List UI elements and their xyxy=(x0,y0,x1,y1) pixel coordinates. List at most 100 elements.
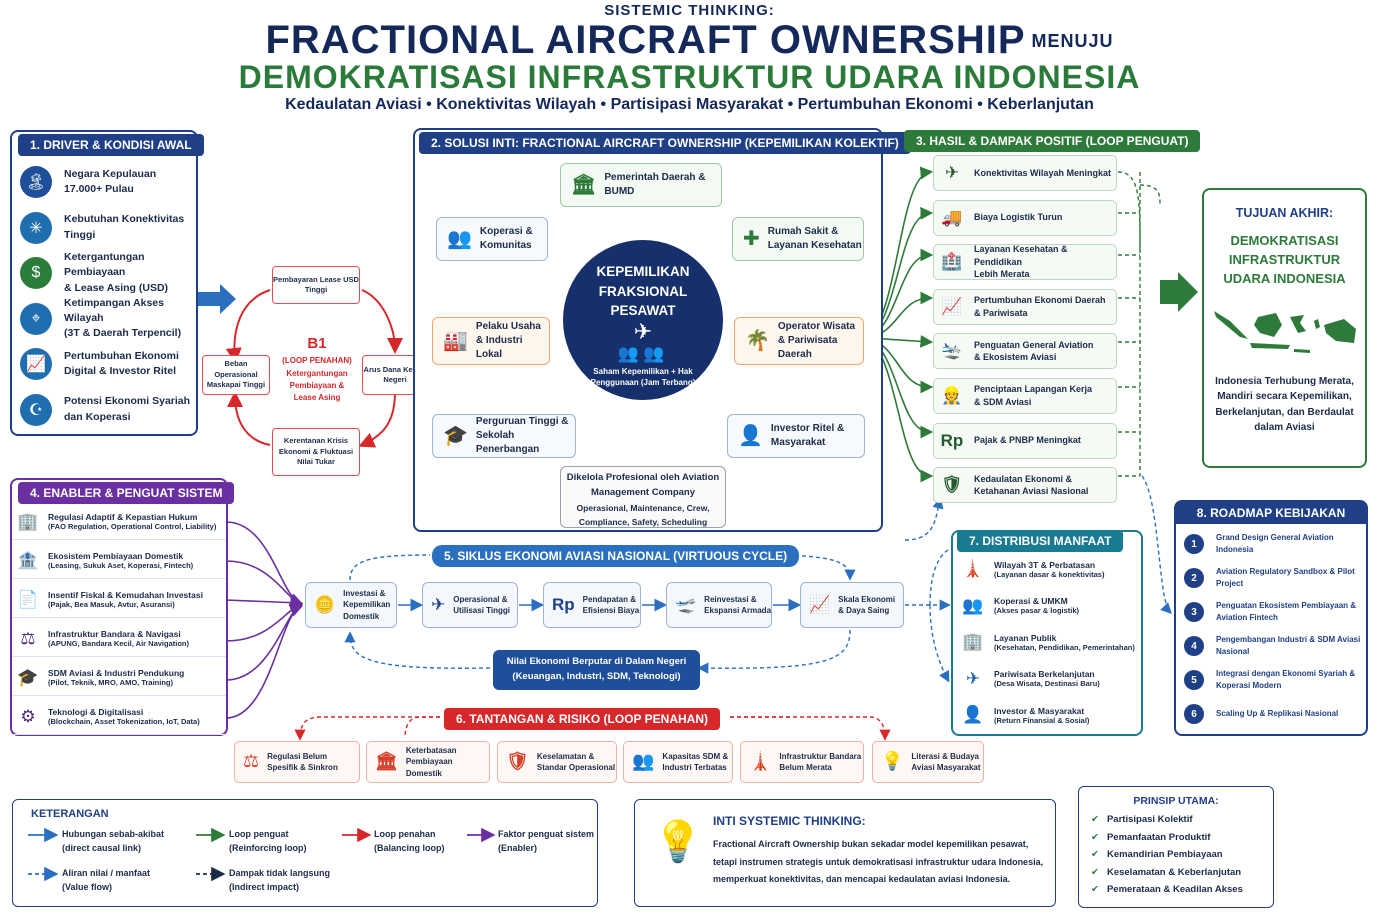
training-icon: 🎓 xyxy=(17,667,39,687)
people-icon: 👥 xyxy=(962,595,984,615)
community-icon: 👥 xyxy=(447,228,472,250)
principle-label: Pemanfaatan Produktif xyxy=(1106,831,1211,843)
title-suffix: MENUJU xyxy=(1031,31,1114,51)
shield-icon: 🛡 xyxy=(506,751,529,772)
distribution-title: Investor & Masyarakat xyxy=(994,705,1085,716)
bulb-head-icon: 💡 xyxy=(881,751,904,772)
loop-b1-desc: Ketergantungan Pembiayaan & Lease Asing xyxy=(286,369,348,402)
enabler-sub: (Pilot, Teknik, MRO, AMO, Training) xyxy=(48,678,174,687)
risk-item: ⚖ Regulasi Belum Spesifik & Sinkron xyxy=(234,741,360,783)
distribution-title: Pariwisata Berkelanjutan xyxy=(994,669,1095,679)
result-line1: Biaya Logistik Turun xyxy=(974,212,1063,223)
distribution-text: Investor & Masyarakat(Return Finansial &… xyxy=(994,706,1089,725)
management-sub: Operasional, Maintenance, Crew, Complian… xyxy=(576,503,710,528)
principle-item: ✔Partisipasi Kolektif xyxy=(1091,811,1273,829)
risk-item: 💡Literasi & Budaya Aviasi Masyarakat xyxy=(872,741,984,783)
distribution-sub: (Kesehatan, Pendidikan, Pemerintahan) xyxy=(994,642,1135,652)
driver-line2: (3T & Daerah Terpencil) xyxy=(64,327,182,340)
cycle-step-label: Investasi & Kepemilikan Domestik xyxy=(343,589,391,621)
driver-line1: Ketergantungan Pembiayaan xyxy=(64,251,145,279)
gears-icon: ⚙ xyxy=(20,706,36,726)
cycle-step-label: Operasional & Utilisasi Tinggi xyxy=(453,594,510,615)
distribution-text: Koperasi & UMKM(Akses pasar & logistik) xyxy=(994,596,1079,615)
result-line2: & Pariwisata xyxy=(974,307,1028,318)
shareholders-icon: 👥👥 xyxy=(617,343,669,363)
principles-title: PRINSIP UTAMA: xyxy=(1133,795,1219,807)
enabler-sub: (Pajak, Bea Masuk, Avtur, Asuransi) xyxy=(48,600,175,609)
stakeholder-pemda: 🏛Pemerintah Daerah & BUMD xyxy=(560,163,722,207)
stakeholder-university: 🎓Perguruan Tinggi & Sekolah Penerbangan xyxy=(432,414,576,458)
check-icon: ✔ xyxy=(1091,866,1099,878)
loop-node-lease: Pembayaran Lease USD Tinggi xyxy=(272,266,360,304)
growth-chart-icon: 📈 xyxy=(941,296,963,316)
factory-icon: 🏭 xyxy=(443,330,468,352)
enabler-sub: (Blockchain, Asset Tokenization, IoT, Da… xyxy=(48,717,200,726)
enabler-text: Teknologi & Digitalisasi(Blockchain, Ass… xyxy=(48,707,200,726)
cycle-step: 🪙Investasi & Kepemilikan Domestik xyxy=(305,582,397,628)
distribution-item: 👤Investor & Masyarakat(Return Finansial … xyxy=(962,698,1137,732)
stakeholder-tourism: 🌴Operator Wisata & Pariwisata Daerah xyxy=(734,317,864,365)
airplane-icon: ✈ xyxy=(633,318,653,344)
header-kicker: SISTEMIC THINKING: xyxy=(604,2,775,19)
roadmap-panel-title: 8. ROADMAP KEBIJAKAN xyxy=(1176,502,1366,524)
enabler-title: Infrastruktur Bandara & Navigasi xyxy=(48,629,181,639)
cycle-step-label: Skala Ekonomi & Daya Saing xyxy=(838,594,896,615)
fleet-icon: 🛫 xyxy=(675,595,697,615)
network-icon: ✳ xyxy=(20,211,52,244)
result-text: Kedaulatan Ekonomi &Ketahanan Aviasi Nas… xyxy=(974,473,1088,498)
driver-item: $Ketergantungan Pembiayaan& Lease Asing … xyxy=(20,251,200,294)
principle-item: ✔Keselamatan & Keberlanjutan xyxy=(1091,864,1273,882)
result-text: Pajak & PNBP Meningkat xyxy=(974,434,1081,447)
driver-line1: Ketimpangan Akses Wilayah xyxy=(64,296,164,324)
result-item: 🛬Penguatan General Aviation& Ekosistem A… xyxy=(933,333,1117,370)
center-title: KEPEMILIKAN FRAKSIONAL PESAWAT xyxy=(596,264,690,319)
risk-label: Infrastruktur Bandara Belum Merata xyxy=(779,751,862,772)
legend-item-balancing: Loop penahan(Balancing loop) xyxy=(374,829,445,853)
management-title: Dikelola Profesional oleh Aviation Manag… xyxy=(566,472,720,498)
roadmap-panel: 8. ROADMAP KEBIJAKAN xyxy=(1174,500,1368,736)
title-main: FRACTIONAL AIRCRAFT OWNERSHIP xyxy=(265,18,1026,62)
result-item: ✈Konektivitas Wilayah Meningkat xyxy=(933,155,1117,191)
result-line1: Pajak & PNBP Meningkat xyxy=(974,435,1081,446)
enabler-title: Regulasi Adaptif & Kepastian Hukum xyxy=(48,512,198,522)
roadmap-number: 1 xyxy=(1184,534,1204,554)
risk-label: Regulasi Belum Spesifik & Sinkron xyxy=(267,751,338,772)
roadmap-label: Scaling Up & Replikasi Nasional xyxy=(1216,709,1339,718)
risk-label: Kapasitas SDM & Industri Terbatas xyxy=(662,751,729,772)
principle-item: ✔Pemanfaatan Produktif xyxy=(1091,829,1273,847)
cycle-step-label: Reinvestasi & Ekspansi Armada xyxy=(704,594,772,615)
enabler-sub: (Leasing, Sukuk Aset, Koperasi, Fintech) xyxy=(48,561,194,570)
enabler-text: Ekosistem Pembiayaan Domestik(Leasing, S… xyxy=(48,551,193,570)
risk-title: 6. TANTANGAN & RISIKO (LOOP PENAHAN) xyxy=(444,708,721,730)
enabler-text: Regulasi Adaptif & Kepastian Hukum(FAO R… xyxy=(48,512,216,531)
gavel-icon: ⚖ xyxy=(243,751,260,772)
dollar-icon: $ xyxy=(20,257,52,289)
center-caption: Saham Kepemilikan + Hak Penggunaan (Jam … xyxy=(590,366,696,388)
bank-icon: 🏛 xyxy=(375,751,398,772)
distribution-item: 🗼Wilayah 3T & Perbatasan(Layanan dasar &… xyxy=(962,552,1137,586)
people-icon: 👥 xyxy=(632,751,655,772)
cycle-step: ✈ Operasional & Utilisasi Tinggi xyxy=(422,582,518,628)
sharia-icon: ☪ xyxy=(20,393,52,426)
legend-title: KETERANGAN xyxy=(31,808,109,820)
legend-item-causal: Hubungan sebab-akibat(direct causal link… xyxy=(62,829,165,853)
core-panel: 💡 INTI SYSTEMIC THINKING: Fractional Air… xyxy=(634,799,1056,907)
driver-panel-title: 1. DRIVER & KONDISI AWAL xyxy=(18,134,204,156)
gavel-icon: ⚖ xyxy=(20,628,36,648)
building-icon: 🏢 xyxy=(17,511,39,531)
distribution-sub: (Layanan dasar & konektivitas) xyxy=(994,569,1105,579)
investor-person-icon: 👤 xyxy=(738,425,763,447)
result-item: 👷Penciptaan Lapangan Kerja& SDM Aviasi xyxy=(933,378,1117,414)
enabler-title: Ekosistem Pembiayaan Domestik xyxy=(48,551,184,561)
plane-icon: ✈ xyxy=(431,595,446,615)
risk-item: 🛡Keselamatan & Standar Operasional xyxy=(497,741,617,783)
roadmap-label: Aviation Regulatory Sandbox & Pilot Proj… xyxy=(1216,567,1355,588)
